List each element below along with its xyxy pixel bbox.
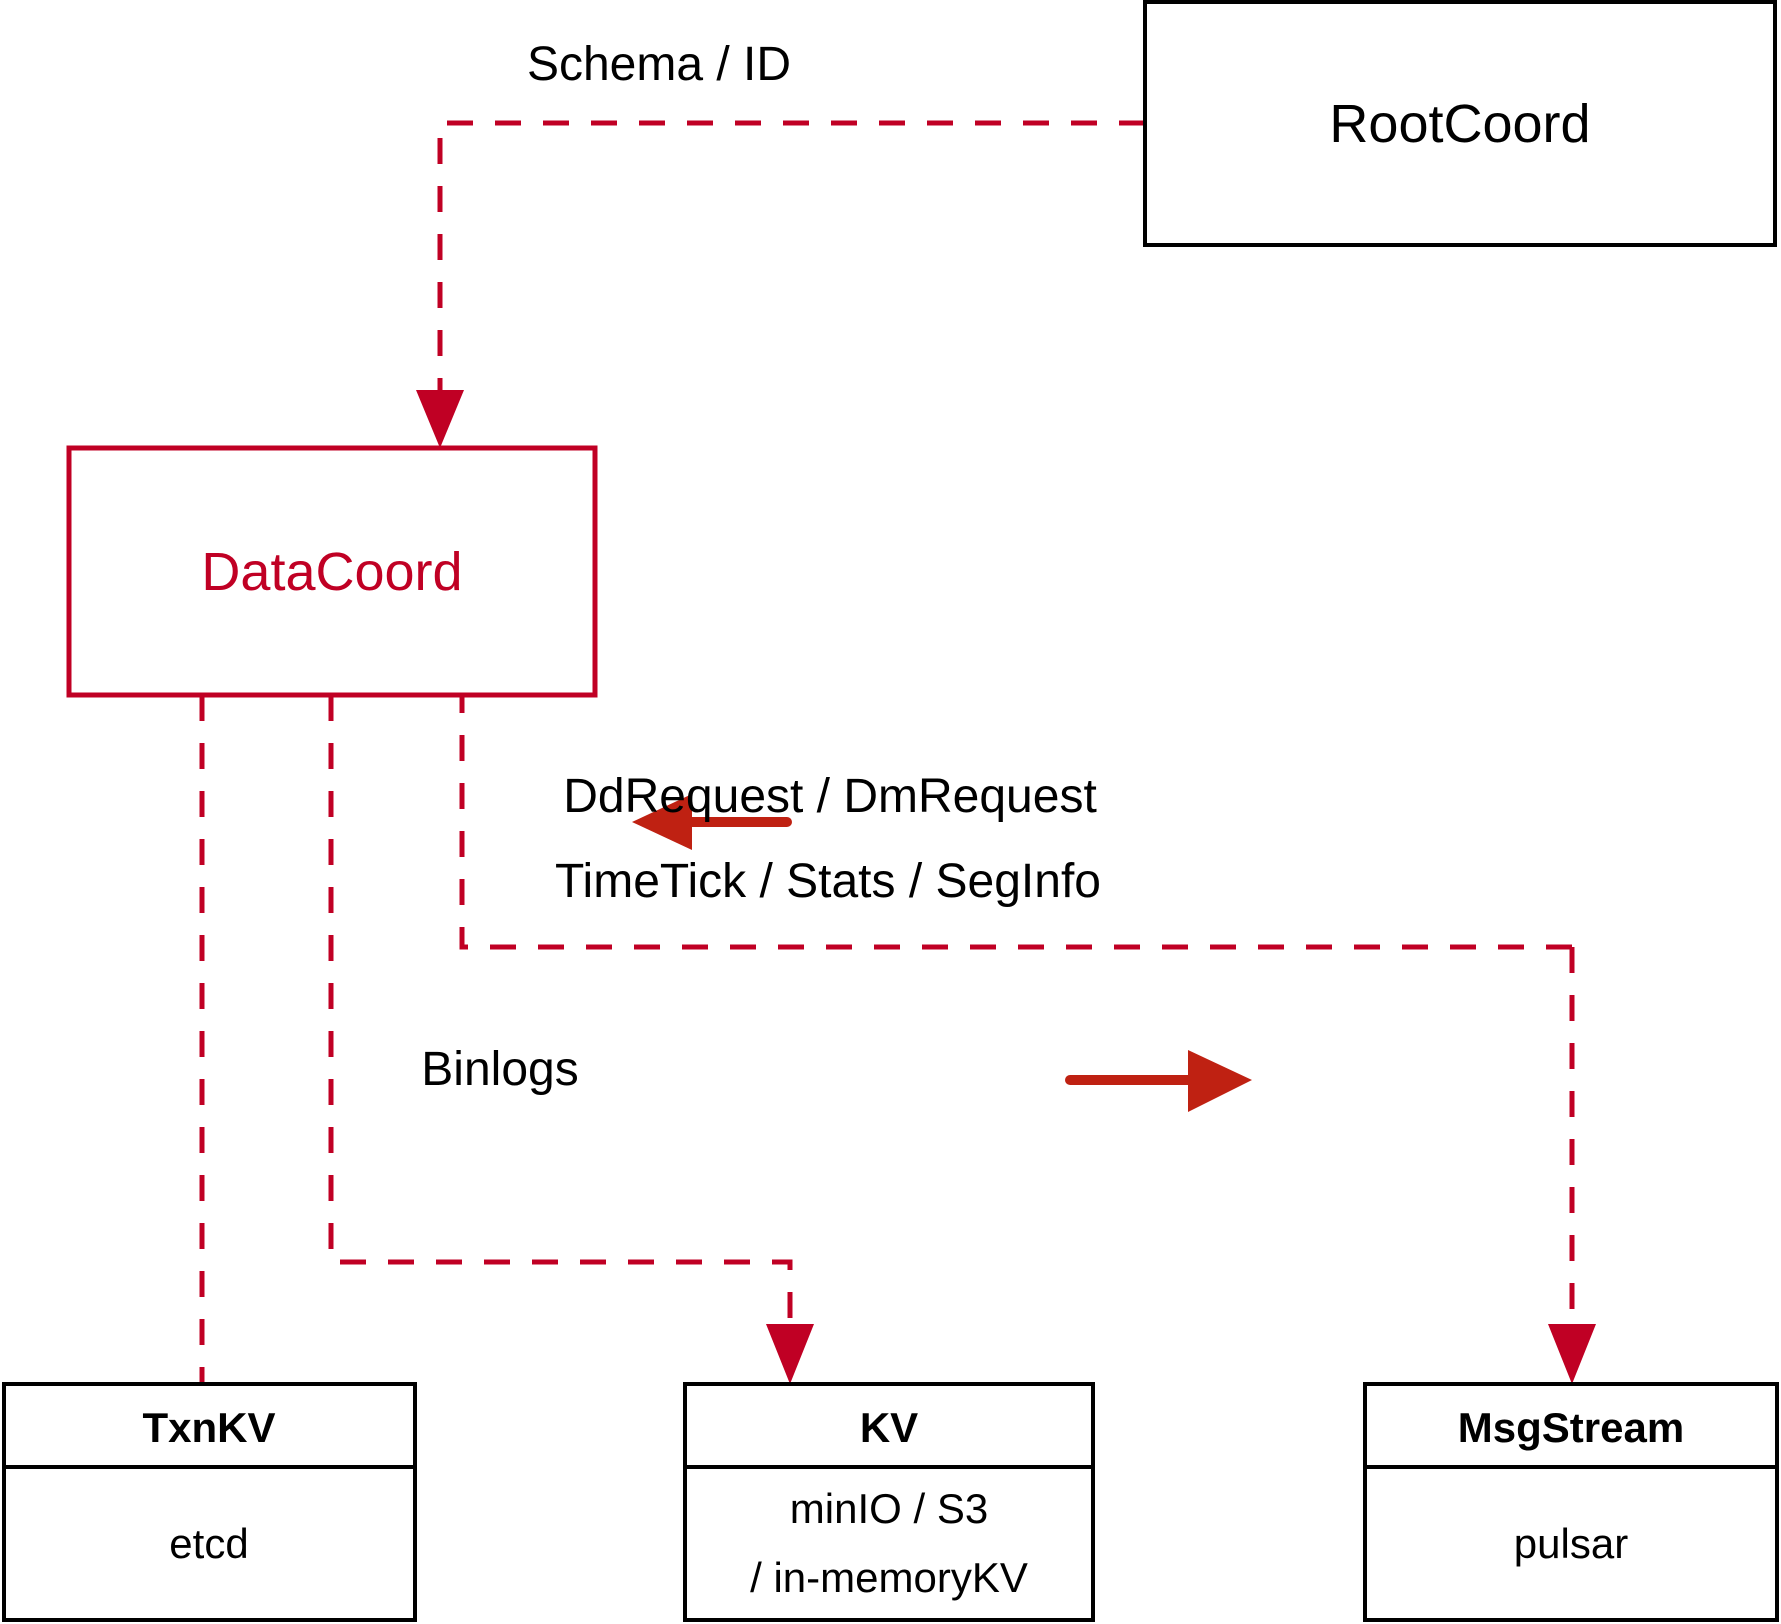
node-msgstream[interactable]: MsgStream pulsar [1363, 1382, 1779, 1622]
edge-label-dd-dm-request: DdRequest / DmRequest [563, 770, 1097, 823]
node-kv-line-0: minIO / S3 [790, 1485, 988, 1532]
node-datacoord[interactable]: DataCoord [66, 445, 598, 698]
edge-label-schema-id: Schema / ID [527, 38, 791, 91]
edge-binlogs [328, 695, 814, 1384]
node-kv[interactable]: KV minIO / S3 / in-memoryKV [683, 1382, 1095, 1622]
node-msgstream-rect[interactable] [1363, 1382, 1779, 1622]
outgoing-stream-arrow-icon [1065, 1050, 1252, 1112]
incoming-stream-arrow-icon [632, 794, 792, 850]
edge-binlogs-path [328, 695, 793, 1330]
edge-timetick-stats-seginfo [1548, 947, 1596, 1384]
node-datacoord-label: DataCoord [201, 542, 462, 602]
node-txnkv[interactable]: TxnKV etcd [2, 1382, 417, 1622]
edge-schema-id-path [437, 120, 1145, 395]
node-msgstream-header: MsgStream [1458, 1404, 1684, 1451]
edge-dd-dm-request-path [459, 690, 1572, 950]
edge-timetick-arrowhead [1548, 1324, 1596, 1384]
node-rootcoord[interactable]: RootCoord [1143, 0, 1777, 247]
edge-schema-id [416, 120, 1145, 448]
node-txnkv-rect[interactable] [2, 1382, 417, 1622]
node-rootcoord-rect[interactable] [1143, 0, 1777, 247]
node-msgstream-line-0: pulsar [1514, 1520, 1628, 1567]
node-rootcoord-label: RootCoord [1329, 94, 1590, 154]
node-txnkv-header: TxnKV [142, 1404, 275, 1451]
node-txnkv-line-0: etcd [169, 1520, 248, 1567]
edge-binlogs-arrowhead [766, 1324, 814, 1384]
node-kv-rect[interactable] [683, 1382, 1095, 1622]
edge-label-binlogs: Binlogs [421, 1043, 578, 1096]
outgoing-stream-arrow-head [1188, 1050, 1252, 1112]
edge-label-timetick-stats-seginfo: TimeTick / Stats / SegInfo [555, 855, 1101, 908]
node-kv-header: KV [860, 1404, 918, 1451]
edge-schema-id-arrowhead [416, 390, 464, 448]
incoming-stream-arrow-head [632, 794, 692, 850]
node-kv-line-1: / in-memoryKV [750, 1554, 1028, 1601]
node-datacoord-rect[interactable] [66, 445, 598, 698]
